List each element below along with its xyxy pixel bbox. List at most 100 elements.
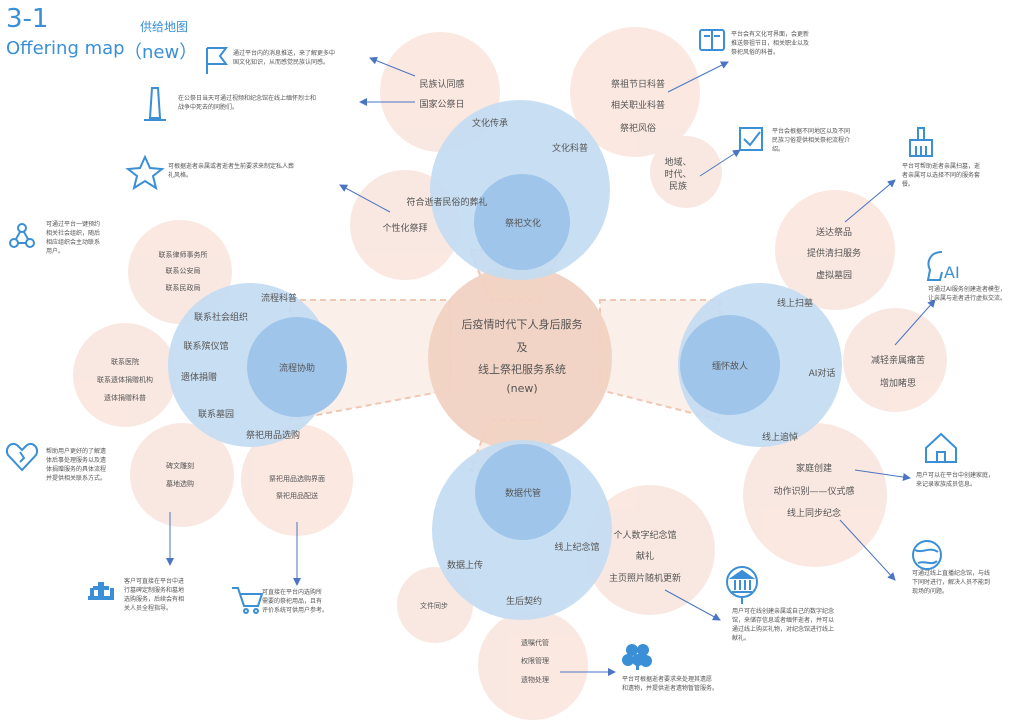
note-cemetery-2: 选购服务，后续会有相: [124, 595, 184, 603]
note-heart-0: 帮助用户更好的了解遗: [46, 447, 106, 455]
monument-icon: [144, 87, 166, 121]
lb1-bubble-0: 碑文雕刻: [166, 461, 194, 470]
left-core-circle: [247, 317, 347, 417]
region-2: 民族: [669, 180, 687, 192]
bottom-item-2: 生后契约: [506, 595, 542, 607]
tr-bubble-1: 相关职业科普: [611, 99, 665, 111]
note-book-2: 祭祀风俗的科普。: [731, 48, 779, 56]
br-bubble-2: 主页照片随机更新: [609, 572, 681, 584]
rb-bubble-2: 线上同步纪念: [787, 507, 841, 519]
note-network-2: 相应组织会主动联系: [46, 238, 100, 246]
region-1: 时代、: [664, 168, 691, 180]
notes: 通过平台内的消息推送，来了解更多中 国文化知识，从而感觉民族认同感。 在公祭日当…: [46, 30, 1006, 692]
tl-bubble-0: 民族认同感: [419, 78, 464, 90]
note-globe-2: 现场的问题。: [912, 587, 948, 595]
right-core-label: 缅怀故人: [712, 360, 748, 372]
bubble-top-right: [570, 27, 700, 157]
bubble-right-top: [775, 190, 895, 310]
lm-bubble-2: 遗体捐赠科普: [104, 393, 146, 402]
bubble-left-mid: [73, 323, 177, 427]
bubble-labels: 民族认同感 国家公祭日 祭祖节日科普 相关职业科普 祭祀风俗 地域、 时代、 民…: [97, 78, 925, 684]
note-museum-0: 用户可在线创建亲属或自己的数字纪念: [732, 607, 834, 615]
check-icon: [739, 127, 763, 151]
note-check-0: 平台会根据不同地区以及不同: [772, 127, 850, 135]
bubble-bottom-right: [585, 485, 715, 615]
center-line4: (new): [506, 382, 537, 395]
page-title-en: Offering map: [6, 38, 125, 59]
note-broom-0: 平台可帮助逝者亲属扫墓，逝: [902, 162, 980, 170]
note-check-2: 绍。: [772, 145, 784, 153]
top-core-circle: [474, 174, 570, 270]
bl-bubble-0: 文件同步: [420, 601, 448, 610]
note-star-0: 可根据逝者亲属或者逝者生前要求来制定私人葬: [168, 162, 294, 170]
right-core-circle: [680, 315, 780, 415]
bb-bubble-2: 遗物处理: [521, 675, 549, 684]
rt-bubble-0: 送达祭品: [816, 226, 852, 238]
arrow-check: [699, 149, 741, 177]
left-item-4: 联系墓园: [198, 408, 234, 420]
note-home-0: 用户可以在平台中创建家庭，: [916, 471, 994, 479]
rb-bubble-0: 家庭创建: [796, 462, 832, 474]
note-globe-0: 可通过线上直播纪念馆，与线: [912, 569, 990, 577]
cart-icon: [232, 587, 264, 614]
right-item-1: AI对话: [809, 367, 836, 379]
right-item-0: 线上扫墓: [777, 297, 813, 309]
bottom-core-label: 数据代管: [505, 487, 541, 499]
note-flower-0: 平台可根据逝者要求来处理其遗愿: [622, 675, 712, 683]
lb2-bubble-1: 祭祀用品配送: [276, 491, 318, 500]
bubble-right-mid: [843, 308, 947, 412]
heart-icon: [6, 442, 38, 472]
lm-bubble-1: 联系遗体捐赠机构: [97, 375, 153, 384]
lb2-bubble-0: 祭祀用品选购界面: [269, 474, 325, 483]
cemetery-icon: [88, 582, 114, 600]
arrow-book: [667, 61, 729, 93]
cluster-labels: 祭祀文化 文化传承 文化科普 符合逝者民俗的葬礼 个性化祭拜 流程协助 流程科普…: [181, 117, 835, 607]
bb-bubble-1: 权限管理: [521, 656, 549, 665]
flag-icon: [206, 47, 228, 74]
note-monument-0: 在公祭日当天可通过视频和纪念馆在线上缅怀烈士和: [178, 94, 316, 102]
svg-text:AI: AI: [944, 263, 960, 282]
note-network-0: 可通过平台一键预约: [46, 220, 100, 228]
rt-bubble-2: 虚拟墓园: [816, 269, 852, 281]
note-book-0: 平台会有文化可界面，会更新: [731, 30, 809, 38]
bottom-core-circle: [475, 444, 571, 540]
center-line3: 线上祭祀服务系统: [478, 362, 566, 376]
note-book-1: 推送祭祖节日，相关职业以及: [731, 39, 809, 47]
broom-icon: [909, 127, 933, 157]
right-item-2: 线上追悼: [762, 431, 798, 443]
note-museum-1: 馆，来储存信息或者缅怀逝者，并可以: [732, 616, 834, 624]
bb-bubble-0: 遗嘱代管: [521, 638, 549, 647]
top-item-3: 个性化祭拜: [382, 222, 427, 234]
arrow-ai: [894, 299, 936, 346]
note-network-3: 用户。: [46, 247, 64, 255]
tr-bubble-2: 祭祀风俗: [620, 122, 656, 134]
left-item-5: 祭祀用品选购: [246, 429, 300, 441]
lt-bubble-0: 联系律师事务所: [159, 250, 208, 259]
bottom-item-1: 线上纪念馆: [554, 541, 599, 553]
top-core-label: 祭祀文化: [505, 217, 541, 229]
lb1-bubble-1: 墓地选购: [166, 479, 194, 488]
note-heart-1: 体后事处理服务以及遗: [46, 456, 106, 464]
blue-clusters: [168, 100, 842, 620]
left-item-1: 联系社会组织: [194, 311, 248, 323]
left-item-0: 流程科普: [261, 292, 297, 304]
note-cemetery-1: 行墓碑定制服务和墓地: [124, 586, 184, 594]
ai-icon: AI: [926, 251, 960, 282]
center-line2: 及: [517, 341, 528, 354]
page-title-cn: 供给地图: [140, 20, 189, 34]
center-circle: [428, 266, 612, 450]
arrows: [166, 56, 936, 676]
note-museum-2: 通过线上购买礼物，对纪念馆进行线上: [732, 625, 834, 633]
bubble-bottom: [478, 610, 588, 720]
left-item-2: 联系殡仪馆: [183, 340, 228, 352]
lt-bubble-1: 联系公安局: [166, 266, 201, 275]
left-core-label: 流程协助: [279, 362, 315, 374]
note-flag-1: 国文化知识，从而感觉民族认同感。: [233, 58, 329, 66]
note-monument-1: 战争中死去的同胞们。: [178, 103, 238, 111]
bubble-left-bottom2: [241, 424, 353, 536]
book-icon: [699, 29, 725, 51]
note-heart-2: 体捐赠服务的具体流程: [46, 465, 106, 473]
rm-bubble-0: 减轻亲属痛苦: [871, 354, 925, 366]
note-heart-3: 并提供相关联系方式。: [46, 474, 106, 482]
globe-icon: [912, 540, 942, 570]
